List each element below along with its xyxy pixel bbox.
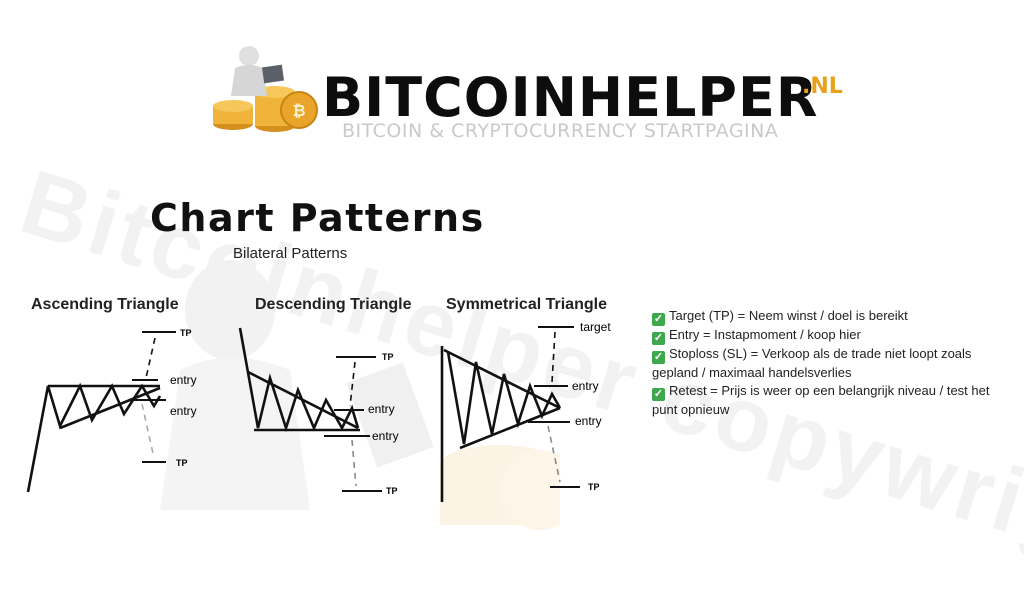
- tp-bottom-label: TP: [588, 482, 600, 492]
- price-line: [446, 351, 562, 445]
- resistance-line: [247, 370, 359, 430]
- tp-bottom-label: TP: [386, 486, 398, 496]
- page-title: Chart Patterns: [150, 196, 485, 240]
- entry-bottom-label: entry: [575, 414, 602, 428]
- ascending-triangle-diagram: TP entry entry TP: [26, 328, 197, 493]
- descending-triangle-diagram: TP entry entry TP: [238, 327, 399, 496]
- legend-text: Entry = Instapmoment / koop hier: [669, 327, 861, 342]
- pattern-title-ascending: Ascending Triangle: [31, 296, 179, 313]
- symmetrical-triangle-diagram: target entry entry TP: [440, 320, 611, 502]
- pattern-title-symmetrical: Symmetrical Triangle: [446, 296, 607, 313]
- legend-item-target: ✓ Target (TP) = Neem winst / doel is bere…: [652, 307, 1012, 326]
- legend-item-retest: ✓Retest = Prijs is weer op een belangrij…: [652, 382, 1012, 419]
- support-line: [59, 386, 161, 430]
- brand-logo-text: BITCOINHELPER: [322, 66, 819, 129]
- price-line: [238, 327, 360, 433]
- check-icon: ✓: [652, 388, 665, 401]
- price-line: [26, 382, 162, 493]
- legend-item-entry: ✓ Entry = Instapmoment / koop hier: [652, 326, 1012, 345]
- page-subtitle: Bilateral Patterns: [233, 245, 348, 262]
- entry-top-label: entry: [572, 379, 599, 393]
- legend-text: Retest = Prijs is weer op een belangrijk…: [652, 383, 990, 417]
- svg-text:₿: ₿: [292, 102, 305, 120]
- check-icon: ✓: [652, 313, 665, 326]
- check-icon: ✓: [652, 332, 665, 345]
- legend-item-stoploss: ✓Stoploss (SL) = Verkoop als de trade ni…: [652, 345, 1012, 382]
- entry-top-label: entry: [368, 402, 395, 416]
- brand-tagline: BITCOIN & CRYPTOCURRENCY STARTPAGINA: [342, 120, 779, 142]
- lower-trend-line: [459, 406, 561, 450]
- tp-bottom-label: TP: [176, 458, 188, 468]
- legend-list: ✓ Target (TP) = Neem winst / doel is bere…: [652, 307, 1012, 419]
- check-icon: ✓: [652, 351, 665, 364]
- brand-tld: .NL: [802, 74, 843, 99]
- logo-icon: ₿: [213, 46, 318, 132]
- entry-top-label: entry: [170, 373, 197, 387]
- pattern-title-descending: Descending Triangle: [255, 296, 412, 313]
- legend-text: Stoploss (SL) = Verkoop als de trade nie…: [652, 346, 972, 380]
- entry-bottom-label: entry: [170, 404, 197, 418]
- entry-bottom-label: entry: [372, 429, 399, 443]
- legend-text: Target (TP) = Neem winst / doel is berei…: [669, 308, 908, 323]
- tp-top-label: TP: [382, 352, 394, 362]
- upper-trend-line: [443, 348, 561, 410]
- background-figure-illustration: [160, 260, 560, 530]
- target-label: target: [580, 320, 611, 334]
- tp-top-label: TP: [180, 328, 192, 338]
